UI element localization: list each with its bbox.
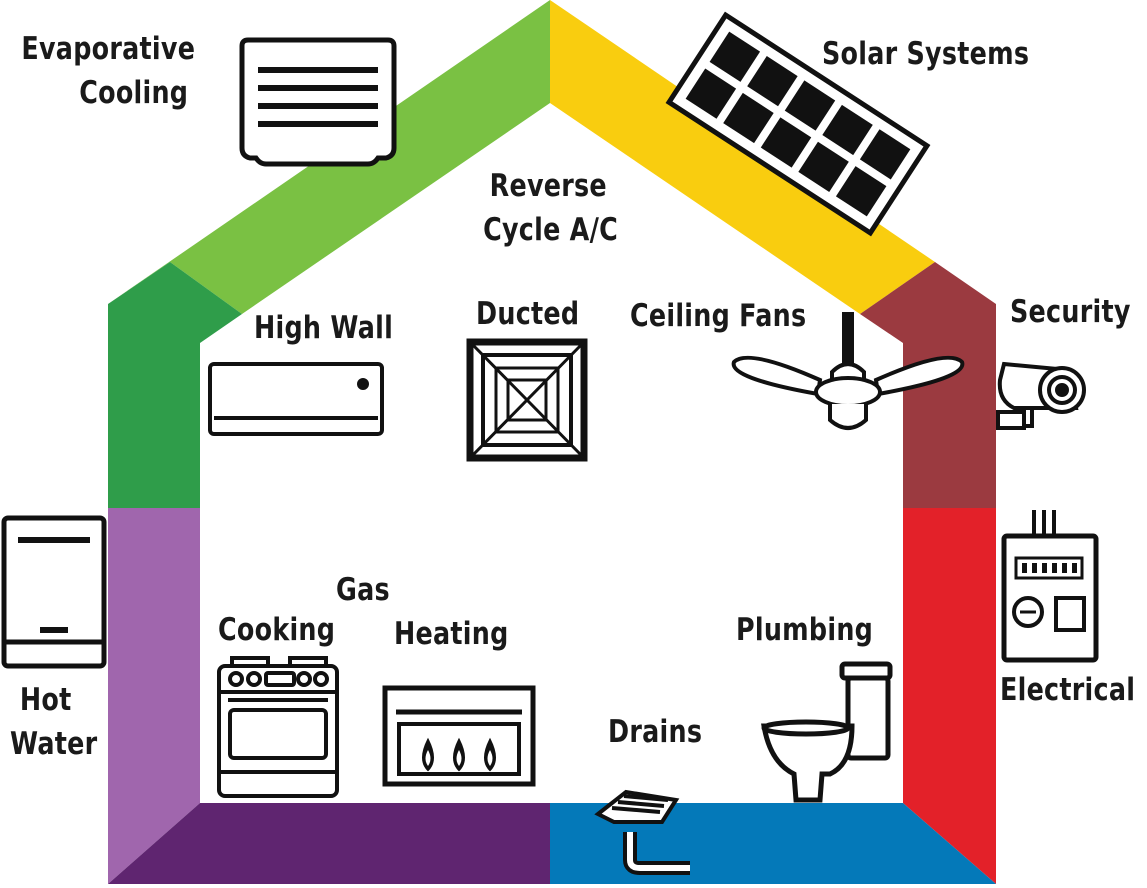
cooking-label: Cooking xyxy=(218,612,336,648)
high-wall-ac-icon xyxy=(208,362,384,436)
hot-water-unit-icon xyxy=(1,515,107,669)
reverse-cycle-line-2: Cycle A/C xyxy=(483,212,619,248)
heating-label: Heating xyxy=(394,616,509,652)
wall-left-lower-segment xyxy=(108,508,200,884)
solar-cell xyxy=(835,166,887,217)
solar-cell xyxy=(798,141,849,192)
solar-cell xyxy=(822,104,873,156)
security-camera-icon xyxy=(996,361,1086,430)
ducted-label: Ducted xyxy=(476,296,580,332)
solar-systems-label: Solar Systems xyxy=(822,36,1030,72)
drains-label: Drains xyxy=(608,714,703,750)
floor-drain-icon xyxy=(594,789,690,875)
ducted-vent-icon xyxy=(466,338,588,462)
solar-cell xyxy=(784,80,836,131)
solar-cell xyxy=(760,117,812,168)
ceiling-fan-icon xyxy=(731,312,965,430)
gas-heater-icon xyxy=(382,685,536,787)
hot-water-line-2: Water xyxy=(10,726,98,762)
switchboard-icon xyxy=(1001,510,1099,663)
gas-label: Gas xyxy=(336,572,390,608)
toilet-icon xyxy=(761,661,893,803)
solar-cell xyxy=(859,129,911,180)
evaporative-cooling-label: Evaporative Cooling xyxy=(14,27,203,115)
evaporative-cooling-line-1: Evaporative xyxy=(21,31,196,67)
hot-water-line-1: Hot xyxy=(19,682,72,718)
security-label: Security xyxy=(1010,294,1131,330)
plumbing-label: Plumbing xyxy=(736,612,874,648)
solar-cell xyxy=(685,68,737,119)
wall-left-upper-segment xyxy=(108,262,242,508)
solar-panel-icon xyxy=(665,11,931,237)
ceiling-fans-label: Ceiling Fans xyxy=(630,298,807,334)
reverse-cycle-line-1: Reverse xyxy=(489,168,607,204)
gas-stove-icon xyxy=(217,656,339,798)
reverse-cycle-label: Reverse Cycle A/C xyxy=(483,164,644,252)
electrical-label: Electrical xyxy=(1000,672,1136,708)
roof-right-segment xyxy=(550,0,935,314)
wall-right-lower-segment xyxy=(903,508,996,884)
hot-water-label: Hot Water xyxy=(10,678,100,766)
solar-cell xyxy=(723,92,774,144)
high-wall-label: High Wall xyxy=(254,310,394,346)
solar-cell xyxy=(709,31,761,82)
floor-left-segment xyxy=(108,803,550,884)
evaporative-cooler-icon xyxy=(239,37,397,167)
evaporative-cooling-line-2: Cooling xyxy=(79,75,189,111)
solar-cell xyxy=(747,56,798,107)
